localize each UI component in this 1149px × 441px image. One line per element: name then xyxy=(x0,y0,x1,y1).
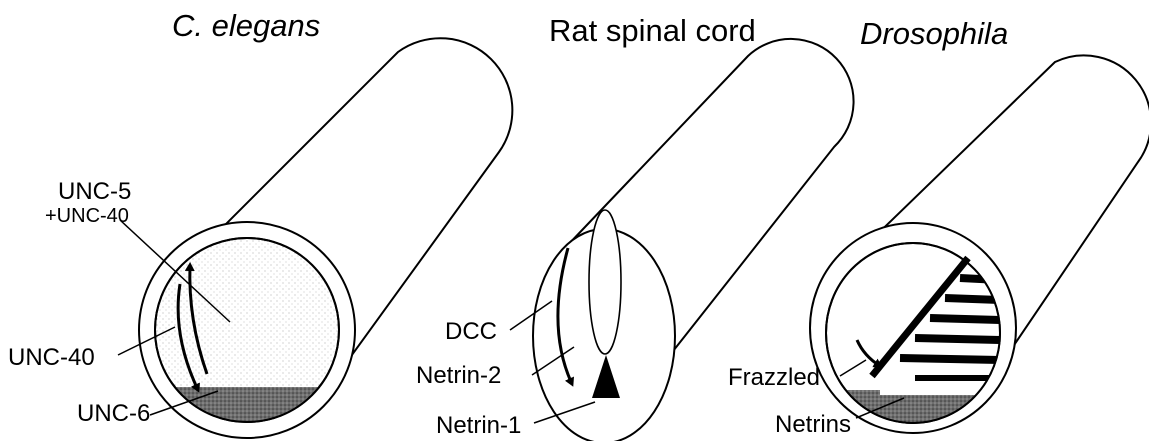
label-plus-unc-40: +UNC-40 xyxy=(45,206,129,226)
panel-title-drosophila: Drosophila xyxy=(860,18,1008,49)
drosophila-tube xyxy=(810,55,1149,433)
panel-title-rat-spinal-cord: Rat spinal cord xyxy=(549,15,756,46)
label-netrins: Netrins xyxy=(775,413,851,437)
label-netrin-2: Netrin-2 xyxy=(416,364,501,388)
label-unc-5: UNC-5 xyxy=(58,180,131,204)
label-frazzled: Frazzled xyxy=(728,366,820,390)
label-unc-40: UNC-40 xyxy=(8,346,95,370)
rat-central-canal xyxy=(589,210,621,354)
label-netrin-1: Netrin-1 xyxy=(436,414,521,438)
label-dcc: DCC xyxy=(445,320,497,344)
label-unc-6: UNC-6 xyxy=(77,402,150,426)
panel-title-c-elegans: C. elegans xyxy=(172,10,320,41)
